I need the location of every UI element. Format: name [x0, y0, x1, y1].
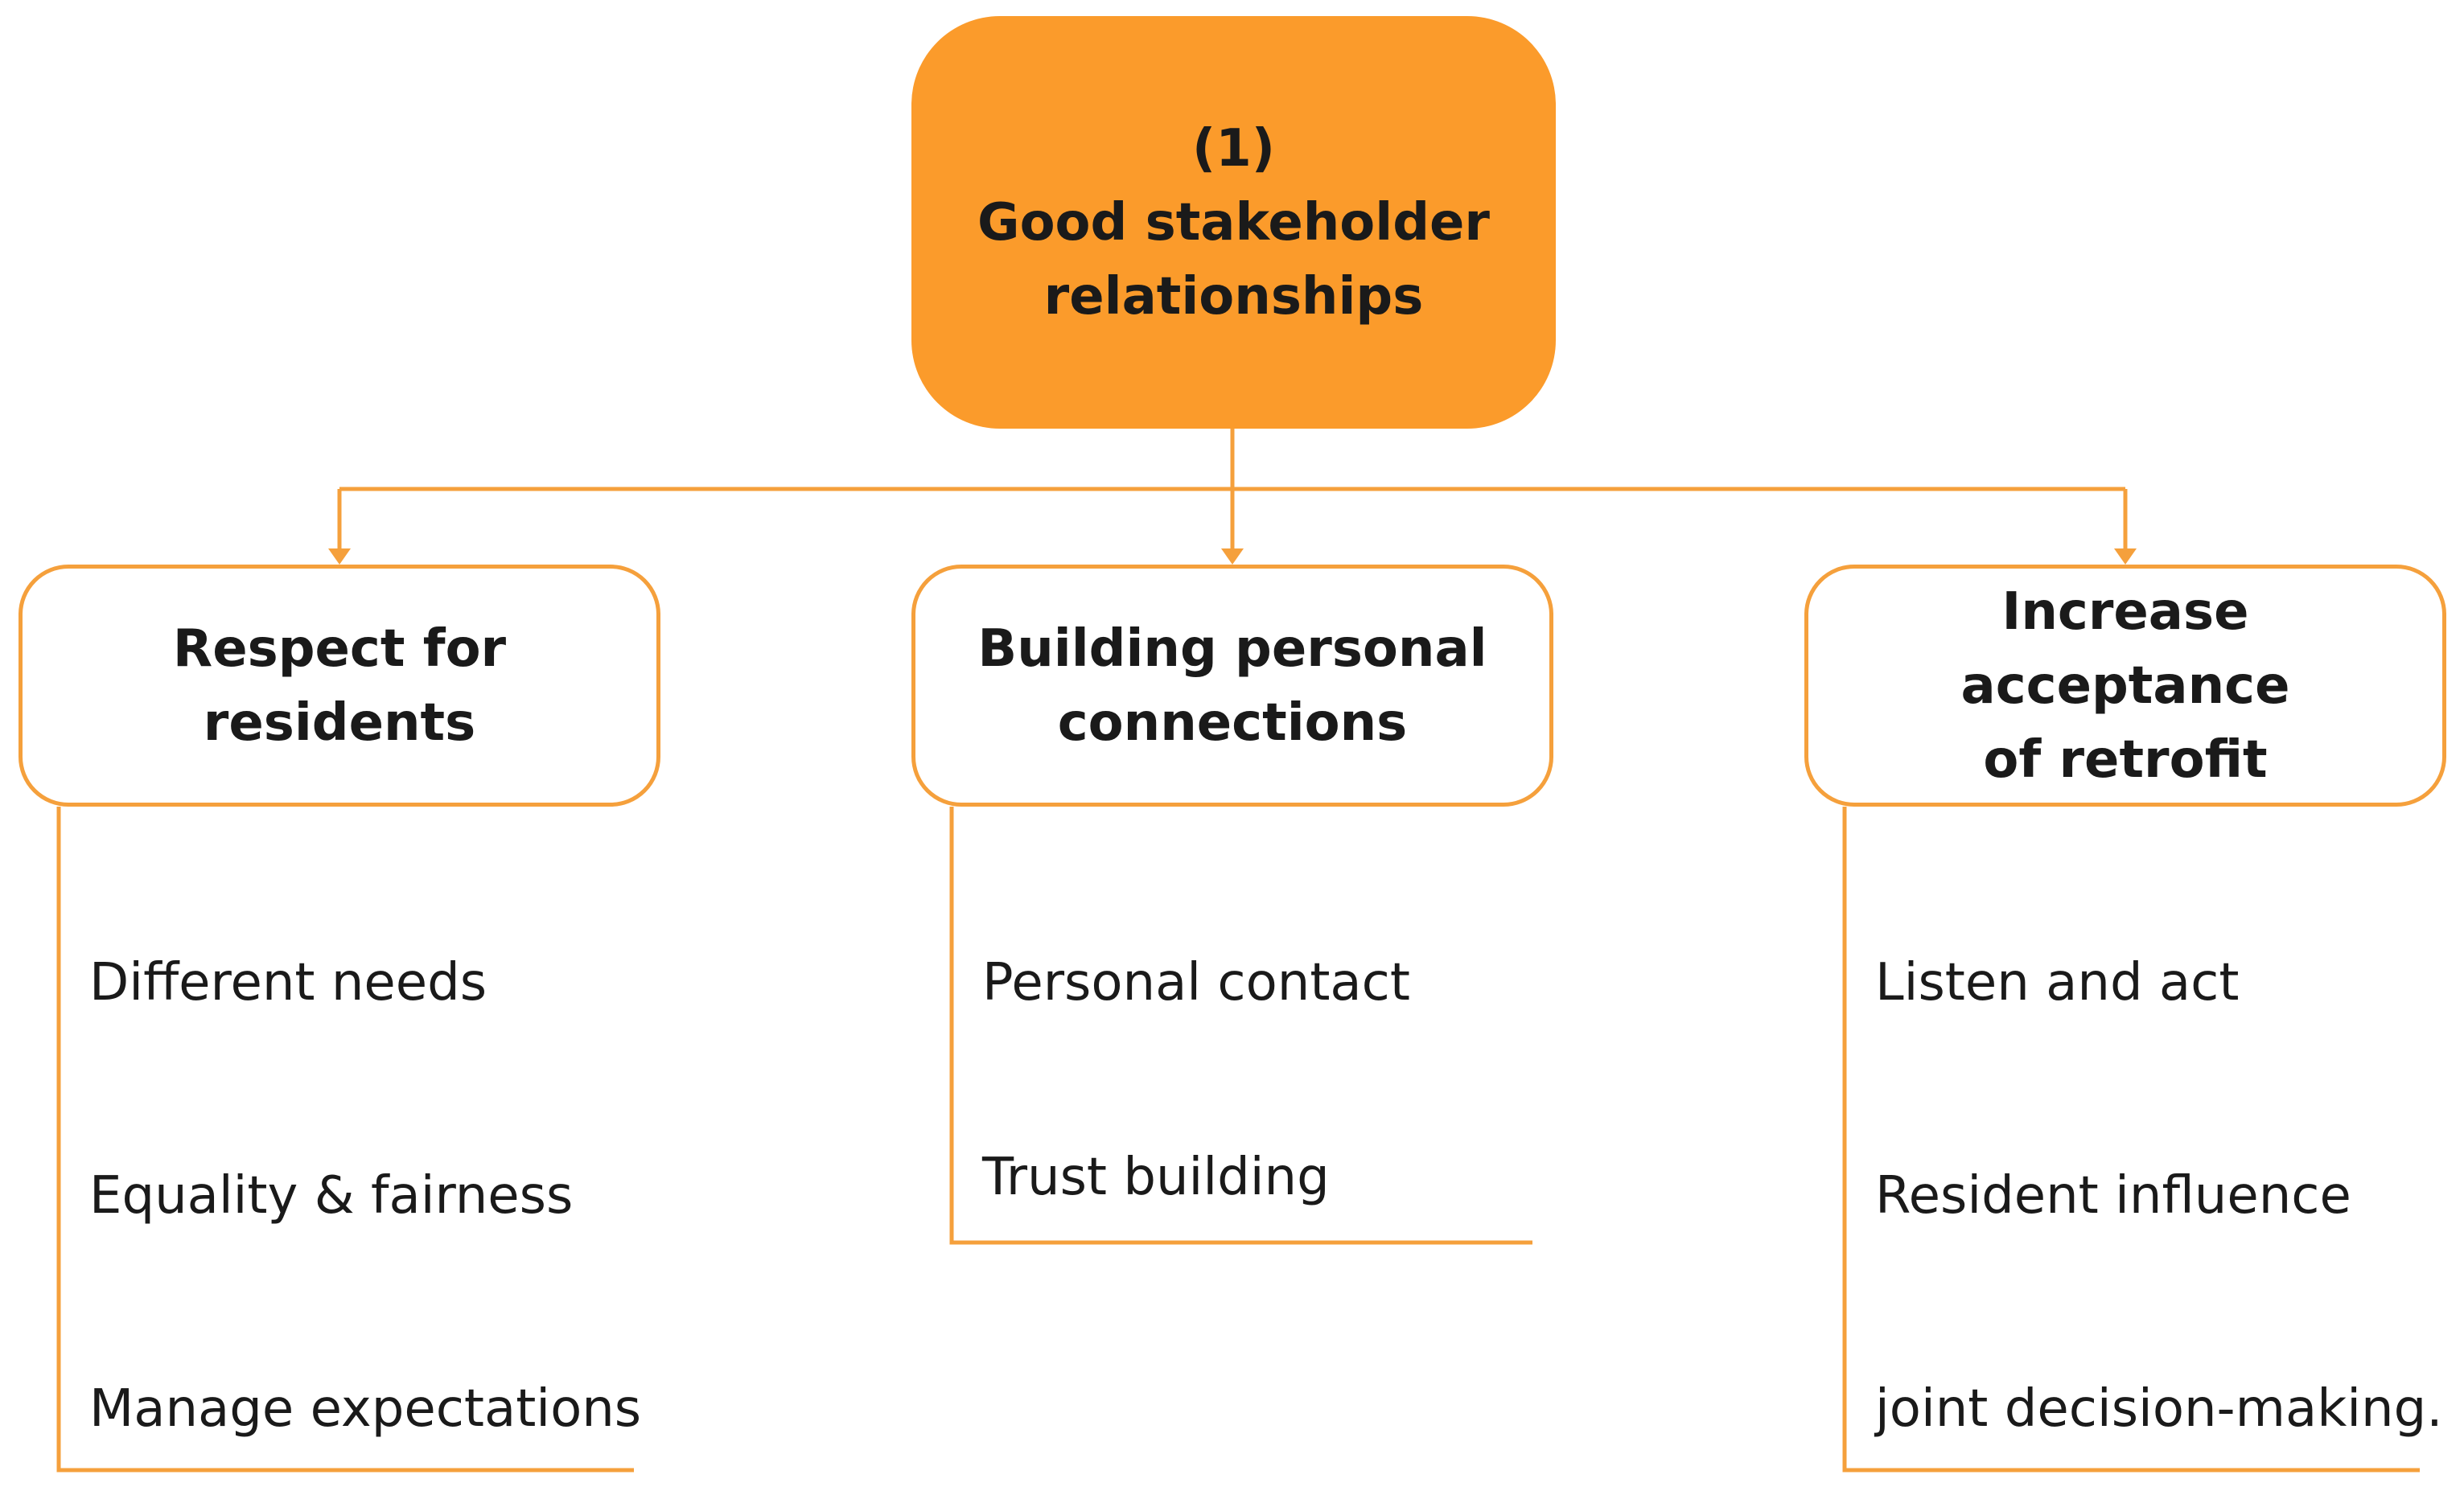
- arrowhead-left: [328, 548, 351, 565]
- branch-title: Respect for residents: [172, 618, 507, 753]
- leaf-item: Manage expectations: [89, 1379, 642, 1439]
- bracket-left: [56, 807, 634, 1473]
- leaf-item: Equality & fairness: [89, 1166, 574, 1226]
- branch-node-respect: Respect for residents: [19, 565, 660, 807]
- leaf-item: Listen and act: [1875, 953, 2240, 1013]
- bracket-center: [949, 807, 1532, 1245]
- bracket-right: [1842, 807, 2420, 1473]
- leaf-item: Different needs: [89, 953, 487, 1013]
- root-number: (1): [1191, 118, 1276, 179]
- leaf-item: joint decision-making.: [1875, 1379, 2443, 1439]
- leaf-item: Trust building: [982, 1148, 1330, 1207]
- arrowhead-center: [1221, 548, 1244, 565]
- branch-title-line2: of retrofit: [1983, 729, 2268, 790]
- branch-node-acceptance: Increase acceptance of retrofit: [1804, 565, 2446, 807]
- branch-title-line1: Building personal: [977, 618, 1487, 679]
- root-title-line2: relationships: [1043, 266, 1424, 327]
- branch-node-building: Building personal connections: [911, 565, 1553, 807]
- arrowhead-right: [2114, 548, 2137, 565]
- branch-title-line2: connections: [1057, 692, 1408, 753]
- leaf-item: Personal contact: [982, 953, 1410, 1013]
- root-node: (1) Good stakeholder relationships: [911, 16, 1556, 429]
- branch-title-line1: Increase acceptance: [1960, 581, 2290, 716]
- leaf-item: Resident influence: [1875, 1166, 2351, 1226]
- root-title-line1: Good stakeholder: [977, 192, 1490, 253]
